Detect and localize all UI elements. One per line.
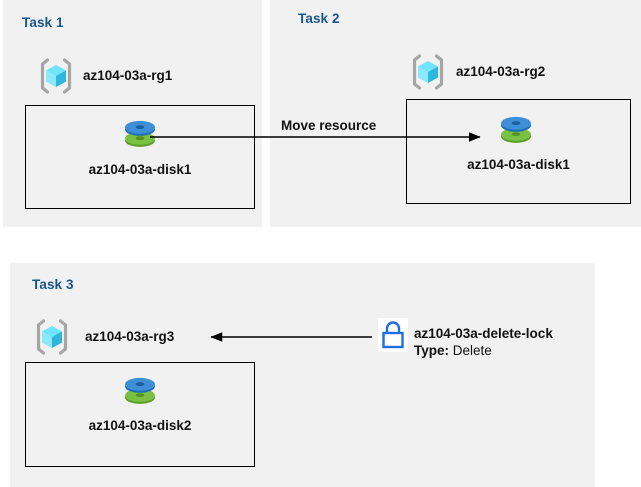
resource-group-box-1: [25, 105, 255, 209]
resource-group-icon: [408, 52, 448, 92]
move-resource-caption: Move resource: [281, 118, 377, 133]
delete-lock-arrow: [210, 332, 372, 342]
resource-group-label-3: az104-03a-rg3: [85, 329, 175, 344]
resource-group-icon: [36, 56, 76, 96]
delete-lock-type-key: Type:: [414, 343, 450, 358]
task-panel-2-title: Task 2: [298, 11, 340, 26]
resource-group-icon: [32, 317, 72, 357]
resource-group-label-1: az104-03a-rg1: [83, 68, 173, 83]
managed-disk-icon: [119, 371, 161, 413]
task-panel-1-title: Task 1: [22, 15, 64, 30]
delete-lock-type-value: Delete: [452, 343, 492, 358]
managed-disk-label-1: az104-03a-disk1: [88, 162, 192, 177]
move-resource-arrow: [150, 132, 481, 142]
padlock-icon: [378, 318, 408, 352]
task-panel-3-title: Task 3: [32, 277, 74, 292]
managed-disk-label-2: az104-03a-disk1: [467, 157, 570, 172]
managed-disk-icon: [495, 110, 537, 152]
delete-lock-type-row: Type: Delete: [414, 343, 492, 358]
resource-group-box-2: [406, 99, 631, 204]
managed-disk-icon: [119, 114, 161, 156]
managed-disk-label-3: az104-03a-disk2: [88, 418, 192, 433]
delete-lock-name: az104-03a-delete-lock: [414, 326, 553, 341]
resource-group-label-2: az104-03a-rg2: [456, 64, 546, 79]
